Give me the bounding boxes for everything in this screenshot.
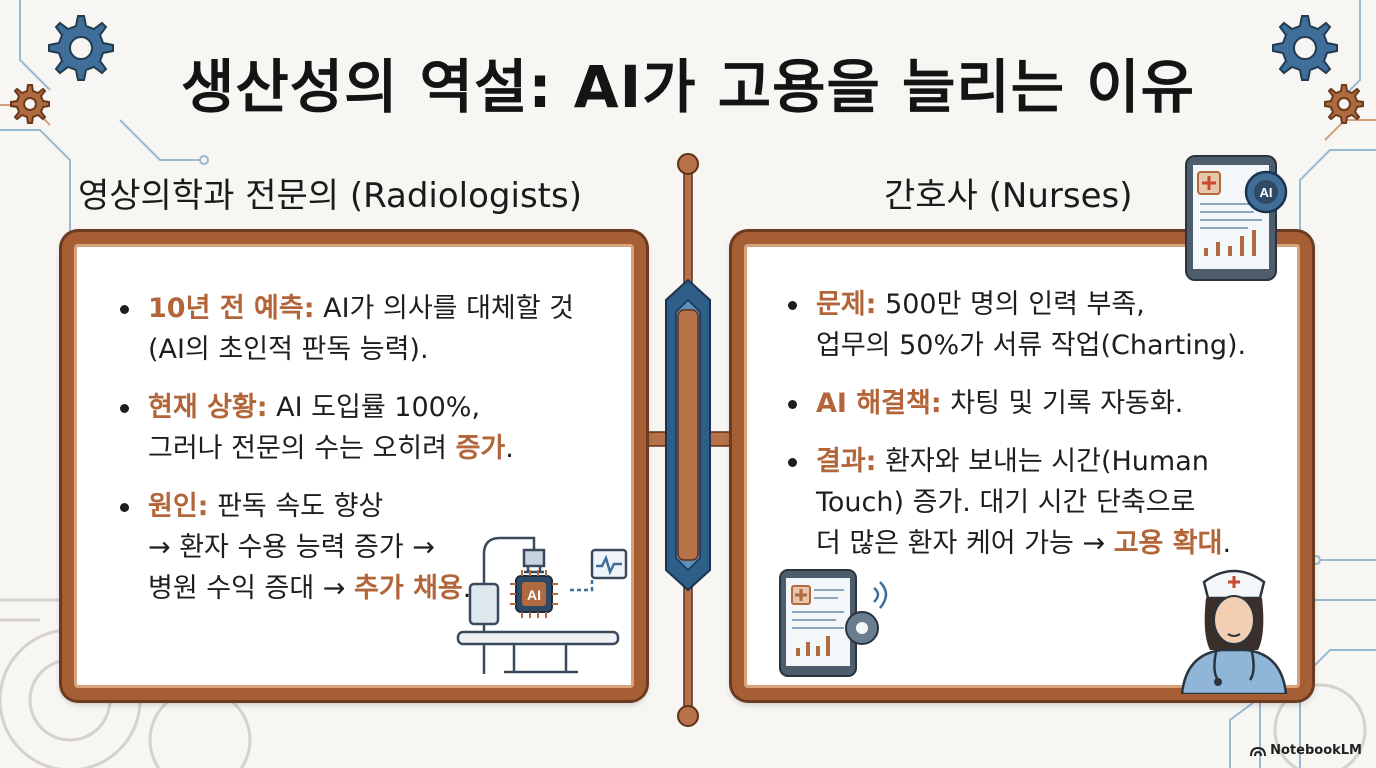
bullet-highlight: 고용 확대 [1113, 528, 1223, 559]
bullet-highlight: 추가 채용 [354, 573, 463, 604]
ai-tablet-icon: AI [1185, 155, 1288, 281]
bullet-text: (AI의 초인적 판독 능력). [148, 334, 429, 365]
list-item: AI 해결책: 차팅 및 기록 자동화. [786, 383, 1306, 424]
bullet-text: AI가 의사를 대체할 것 [323, 293, 575, 324]
radiologists-heading: 영상의학과 전문의 (Radiologists) [78, 176, 582, 216]
chip-label: AI [527, 587, 541, 603]
gear-icon [1272, 15, 1338, 81]
tablet-ai-label: AI [1260, 185, 1273, 200]
list-item: 원인: 판독 속도 향상 → 환자 수용 능력 증가 → 병원 수익 증대 → … [118, 486, 638, 609]
bullet-keyword: 현재 상황: [148, 392, 268, 423]
nurses-panel: 문제: 500만 명의 인력 부족, 업무의 50%가 서류 작업(Charti… [732, 232, 1312, 700]
bullet-text: 더 많은 환자 케어 가능 → [816, 528, 1106, 559]
center-divider [638, 153, 738, 727]
list-item: 결과: 환자와 보내는 시간(Human Touch) 증가. 대기 시간 단축… [786, 441, 1306, 564]
nurses-list: 문제: 500만 명의 인력 부족, 업무의 50%가 서류 작업(Charti… [786, 284, 1306, 581]
page-title: 생산성의 역설: AI가 고용을 늘리는 이유 [180, 53, 1196, 121]
ai-scanner-illustration: AI [456, 536, 628, 674]
bullet-highlight: 증가 [455, 433, 506, 464]
notebooklm-logo-icon [1250, 746, 1267, 756]
bullet-text: 그러나 전문의 수는 오히려 [148, 433, 447, 464]
bullet-keyword: AI 해결책: [816, 388, 942, 419]
list-item: 10년 전 예측: AI가 의사를 대체할 것 (AI의 초인적 판독 능력). [118, 288, 638, 370]
nurse-illustration [1180, 569, 1288, 694]
notebooklm-watermark: NotebookLM [1250, 743, 1362, 758]
bullet-text: 병원 수익 증대 → [148, 573, 346, 604]
list-item: 현재 상황: AI 도입률 100%, 그러나 전문의 수는 오히려 증가. [118, 387, 638, 469]
bullet-text: 업무의 50%가 서류 작업(Charting). [816, 330, 1247, 361]
watermark-text: NotebookLM [1270, 743, 1362, 758]
tablet-chart-icon [779, 569, 888, 677]
gear-icon [10, 84, 50, 124]
bullet-keyword: 10년 전 예측: [148, 293, 315, 324]
bullet-text: 환자와 보내는 시간(Human [885, 446, 1209, 477]
list-item: 문제: 500만 명의 인력 부족, 업무의 50%가 서류 작업(Charti… [786, 284, 1306, 366]
bullet-text: Touch) 증가. 대기 시간 단축으로 [816, 487, 1196, 518]
bullet-text: 차팅 및 기록 자동화. [950, 388, 1184, 419]
bullet-text: → 환자 수용 능력 증가 → [148, 532, 435, 563]
bullet-text: 500만 명의 인력 부족, [885, 289, 1145, 320]
bullet-keyword: 결과: [816, 446, 877, 477]
gear-icon [1324, 84, 1364, 124]
radiologists-panel: 10년 전 예측: AI가 의사를 대체할 것 (AI의 초인적 판독 능력).… [62, 232, 646, 700]
bullet-text: AI 도입률 100%, [276, 392, 481, 423]
nurses-heading: 간호사 (Nurses) [884, 176, 1133, 216]
bullet-text: 판독 속도 향상 [217, 491, 384, 522]
gear-icon [48, 15, 114, 81]
bullet-keyword: 원인: [148, 491, 209, 522]
bullet-keyword: 문제: [816, 289, 877, 320]
radiologists-list: 10년 전 예측: AI가 의사를 대체할 것 (AI의 초인적 판독 능력).… [118, 288, 638, 626]
